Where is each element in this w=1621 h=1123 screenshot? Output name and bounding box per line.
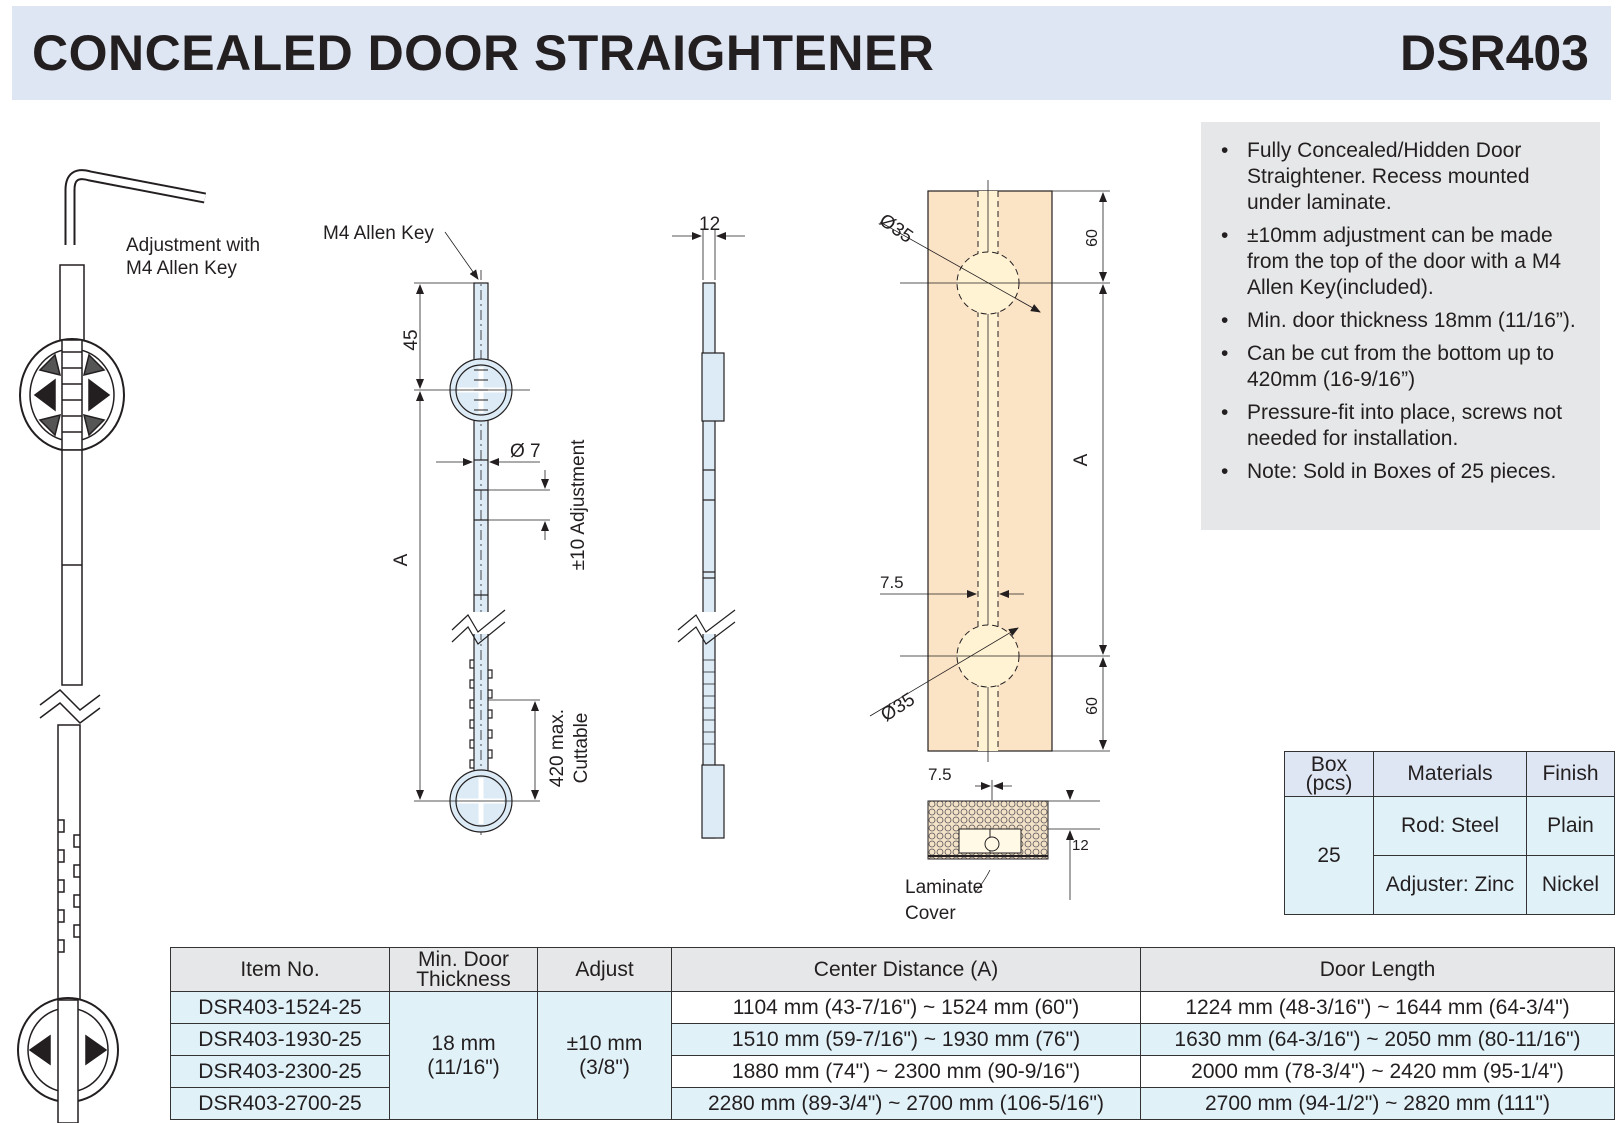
dim-7-5-label-section: 7.5 — [928, 765, 952, 784]
header-door-length: Door Length — [1140, 947, 1615, 992]
side-view-drawing — [672, 230, 745, 839]
center-distance-cell: 1510 mm (59-7/16") ~ 1930 mm (76") — [671, 1023, 1141, 1056]
feature-item: Pressure-fit into place, screws not need… — [1221, 400, 1586, 452]
item-no-cell: DSR403-2700-25 — [170, 1087, 390, 1120]
dia-35-label-bottom: Ø35 — [877, 689, 919, 726]
feature-item: Min. door thickness 18mm (11/16”). — [1221, 308, 1586, 334]
door-length-cell: 2700 mm (94-1/2") ~ 2820 mm (111") — [1140, 1087, 1615, 1120]
feature-item: Can be cut from the bottom up to 420mm (… — [1221, 341, 1586, 393]
material-cell: Adjuster: Zinc — [1373, 855, 1527, 915]
dim-45-label: 45 — [401, 329, 422, 350]
allen-key-label: M4 Allen Key — [323, 223, 434, 244]
dim-60-label-bottom: 60 — [1084, 697, 1101, 715]
feature-item: Fully Concealed/Hidden Door Straightener… — [1221, 138, 1586, 216]
laminate-label-line1: Laminate — [905, 877, 983, 898]
header-materials: Materials — [1373, 751, 1527, 797]
product-illustration — [17, 169, 207, 1123]
table-row: DSR403-2700-25 2280 mm (89-3/4") ~ 2700 … — [170, 1087, 1615, 1120]
center-distance-cell: 2280 mm (89-3/4") ~ 2700 mm (106-5/16") — [671, 1087, 1141, 1120]
feature-list-panel: Fully Concealed/Hidden Door Straightener… — [1201, 122, 1600, 530]
adjust-cell: ±10 mm(3/8") — [537, 991, 672, 1120]
adjust-caption-line2: M4 Allen Key — [126, 258, 237, 279]
cross-section-drawing — [927, 780, 1100, 900]
box-qty: 25 — [1284, 796, 1374, 915]
item-no-cell: DSR403-1524-25 — [170, 991, 390, 1024]
header-banner: CONCEALED DOOR STRAIGHTENER DSR403 — [12, 6, 1611, 100]
dia-35-label-top: Ø35 — [875, 210, 916, 248]
dia-7-label: Ø 7 — [510, 441, 541, 462]
material-cell: Rod: Steel — [1373, 796, 1527, 856]
table-row: DSR403-1930-25 1510 mm (59-7/16") ~ 1930… — [170, 1023, 1615, 1056]
header-item-no: Item No. — [170, 947, 390, 992]
dim-12-label-section: 12 — [1072, 837, 1089, 854]
table-row: DSR403-2300-25 1880 mm (74") ~ 2300 mm (… — [170, 1055, 1615, 1088]
finish-cell: Plain — [1526, 796, 1615, 856]
adjust-caption-line1: Adjustment with — [126, 235, 260, 256]
door-recess-drawing — [869, 180, 1110, 762]
dim-60-label-top: 60 — [1084, 229, 1101, 247]
door-length-cell: 2000 mm (78-3/4") ~ 2420 mm (95-1/4") — [1140, 1055, 1615, 1088]
adjustment-label: ±10 Adjustment — [568, 439, 589, 571]
product-code: DSR403 — [1400, 25, 1589, 81]
item-no-cell: DSR403-2300-25 — [170, 1055, 390, 1088]
header-center-distance: Center Distance (A) — [671, 947, 1141, 992]
page-title: CONCEALED DOOR STRAIGHTENER — [32, 25, 935, 81]
center-distance-cell: 1104 mm (43-7/16") ~ 1524 mm (60") — [671, 991, 1141, 1024]
header-finish: Finish — [1526, 751, 1615, 797]
item-no-cell: DSR403-1930-25 — [170, 1023, 390, 1056]
dim-a-label-door: A — [1071, 453, 1092, 466]
laminate-label-line2: Cover — [905, 903, 956, 924]
thickness-cell: 18 mm(11/16") — [389, 991, 538, 1120]
front-view-drawing — [414, 231, 550, 835]
finish-cell: Nickel — [1526, 855, 1615, 915]
door-length-cell: 1224 mm (48-3/16") ~ 1644 mm (64-3/4") — [1140, 991, 1615, 1024]
dim-12-label-side: 12 — [699, 214, 720, 235]
dim-7-5-label-door: 7.5 — [880, 573, 904, 592]
center-distance-cell: 1880 mm (74") ~ 2300 mm (90-9/16") — [671, 1055, 1141, 1088]
door-length-cell: 1630 mm (64-3/16") ~ 2050 mm (80-11/16") — [1140, 1023, 1615, 1056]
cuttable-label-line1: 420 max. — [547, 709, 568, 787]
materials-table: Box(pcs) Materials Finish 25 Rod: Steel … — [1284, 751, 1615, 915]
dim-a-label-front: A — [391, 553, 412, 566]
table-row: DSR403-1524-25 18 mm(11/16") ±10 mm(3/8"… — [170, 991, 1615, 1120]
header-box: Box(pcs) — [1284, 751, 1374, 797]
feature-item: ±10mm adjustment can be made from the to… — [1221, 223, 1586, 301]
feature-item: Note: Sold in Boxes of 25 pieces. — [1221, 459, 1586, 485]
cuttable-label-line2: Cuttable — [571, 713, 592, 784]
header-adjust: Adjust — [537, 947, 672, 992]
